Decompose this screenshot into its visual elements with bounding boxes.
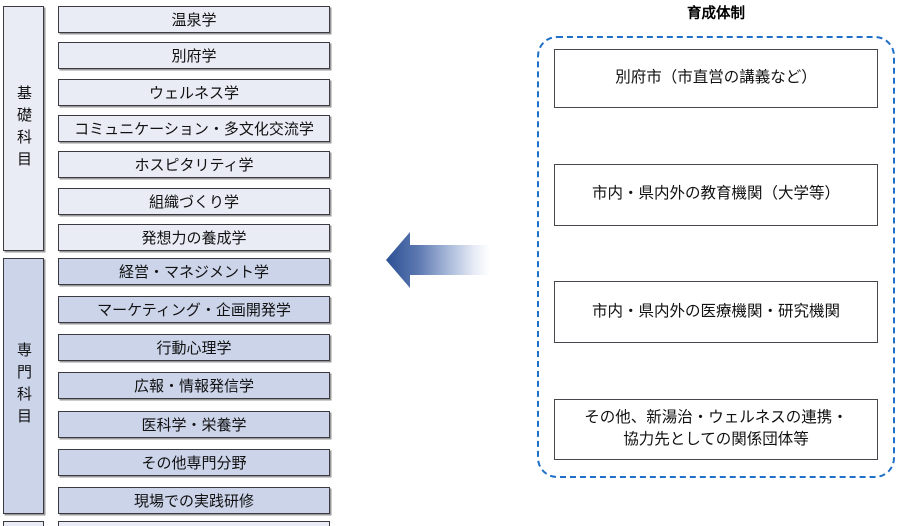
organization-box: 別府市（市直営の講義など） [554,49,878,108]
training-structure-frame: 別府市（市直営の講義など） 市内・県内外の教育機関（大学等） 市内・県内外の医療… [537,36,895,478]
section-label-basic-text: 基礎科目 [15,84,32,173]
subject-box: 組織づくり学 [58,187,330,215]
specialized-subjects-list: 経営・マネジメント学 マーケティング・企画開発学 行動心理学 広報・情報発信学 … [58,258,330,514]
subject-box: ウェルネス学 [58,78,330,106]
training-structure-title: 育成体制 [687,6,745,22]
section-label-basic-subjects: 基礎科目 [3,6,44,251]
subject-box: マーケティング・企画開発学 [58,296,330,324]
organization-box: 市内・県内外の医療機関・研究機関 [554,281,878,344]
left-arrow-icon [386,232,490,288]
organization-box: その他、新湯治・ウェルネスの連携・ 協力先としての関係団体等 [554,398,878,460]
subject-box: 経営・マネジメント学 [58,258,330,285]
partial-section-label-box [3,521,44,526]
subject-box: 行動心理学 [58,334,330,362]
subject-box: 発想力の養成学 [58,223,330,251]
subject-box: 別府学 [58,42,330,70]
subject-box: コミュニケーション・多文化交流学 [58,114,330,142]
subject-box: その他専門分野 [58,448,330,476]
subject-box: 現場での実践研修 [58,486,330,514]
subject-box: ホスピタリティ学 [58,151,330,179]
section-label-specialized-subjects: 専門科目 [3,258,44,514]
basic-subjects-list: 温泉学 別府学 ウェルネス学 コミュニケーション・多文化交流学 ホスピタリティ学… [58,6,330,251]
subject-box: 温泉学 [58,6,330,33]
subject-box: 医科学・栄養学 [58,410,330,438]
organization-box: 市内・県内外の教育機関（大学等） [554,163,878,226]
partial-subject-box [58,521,330,526]
subject-box: 広報・情報発信学 [58,372,330,400]
section-label-specialized-text: 専門科目 [15,342,32,430]
